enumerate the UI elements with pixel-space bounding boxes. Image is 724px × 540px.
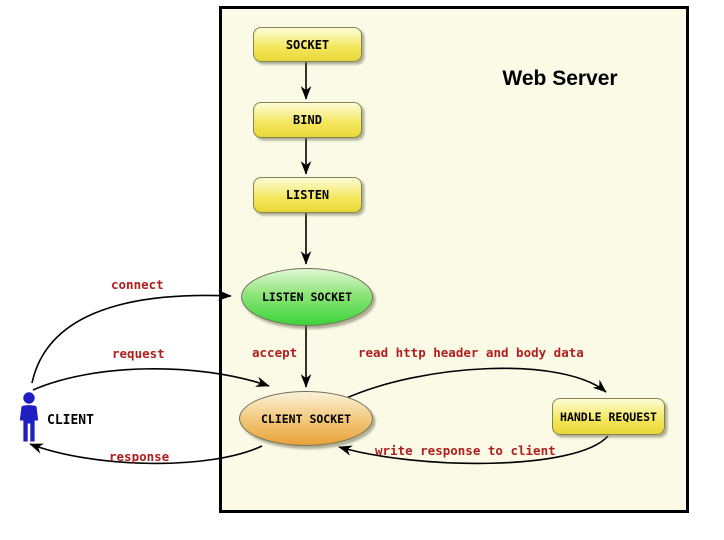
edge-label-response: response bbox=[109, 449, 170, 464]
node-client-socket: CLIENT SOCKET bbox=[239, 391, 373, 446]
web-server-title: Web Server bbox=[502, 67, 618, 90]
edge-label-connect: connect bbox=[111, 277, 164, 292]
node-bind-label: BIND bbox=[293, 113, 322, 127]
node-socket-label: SOCKET bbox=[285, 37, 330, 52]
node-handle-request-label: HANDLE REQUEST bbox=[560, 409, 657, 424]
node-listen: LISTEN bbox=[253, 177, 362, 213]
edge-label-request: request bbox=[112, 346, 165, 361]
node-client-socket-label: CLIENT SOCKET bbox=[260, 411, 351, 426]
client-label: CLIENT bbox=[47, 413, 94, 428]
node-listen-label: LISTEN bbox=[285, 188, 330, 202]
node-bind: BIND bbox=[253, 102, 362, 138]
client-person-icon bbox=[19, 392, 39, 442]
edge-label-write-response: write response to client bbox=[375, 443, 556, 458]
edge-label-read-http: read http header and body data bbox=[358, 345, 584, 360]
node-listen-socket: LISTEN SOCKET bbox=[241, 268, 373, 326]
node-socket: SOCKET bbox=[253, 27, 362, 62]
edge-connect bbox=[31, 290, 232, 384]
node-listen-socket-label: LISTEN SOCKET bbox=[261, 290, 352, 304]
edge-label-accept: accept bbox=[252, 345, 298, 360]
node-handle-request: HANDLE REQUEST bbox=[552, 398, 665, 435]
